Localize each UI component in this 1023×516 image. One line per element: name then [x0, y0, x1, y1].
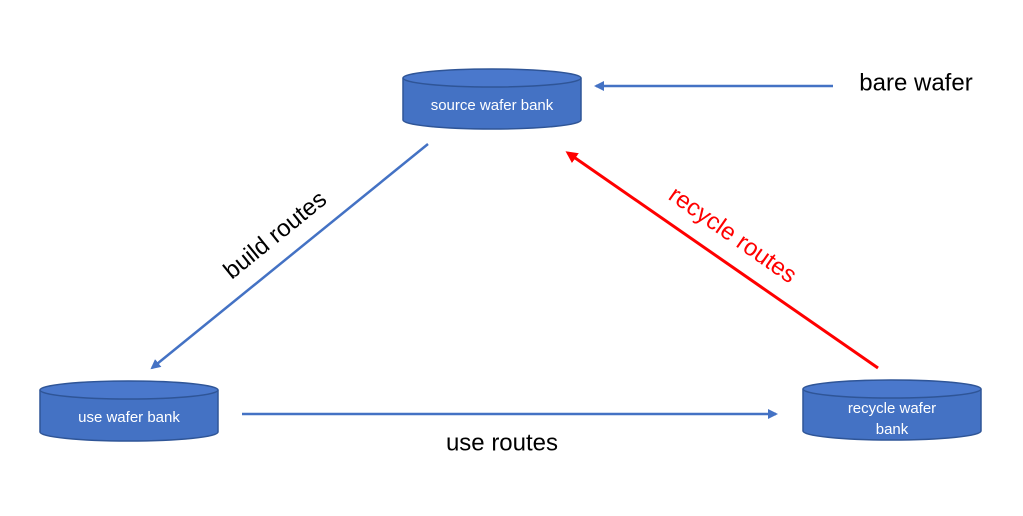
source-wafer-bank-top: [402, 68, 582, 88]
recycle-routes-arrow: [565, 151, 879, 370]
source-wafer-bank-node: source wafer bank: [402, 68, 582, 130]
source-wafer-bank-label: source wafer bank: [431, 97, 554, 114]
use-wafer-bank-node: use wafer bank: [39, 380, 219, 442]
recycle-wafer-bank-node: recycle wafer bank: [802, 379, 982, 441]
use-wafer-bank-body: [39, 390, 219, 442]
use-routes-label: use routes: [446, 429, 558, 456]
recycle-wafer-bank-top: [802, 379, 982, 399]
use-wafer-bank-top: [39, 380, 219, 400]
recycle-wafer-bank-body: [802, 389, 982, 441]
bare-wafer-label: bare wafer: [859, 69, 972, 96]
build-routes-arrow: [150, 143, 429, 370]
recycle-wafer-bank-label-line1: recycle wafer: [848, 400, 936, 417]
use-wafer-bank-label: use wafer bank: [78, 409, 180, 426]
source-wafer-bank-body: [402, 78, 582, 130]
recycle-wafer-bank-label-line2: bank: [876, 421, 909, 438]
